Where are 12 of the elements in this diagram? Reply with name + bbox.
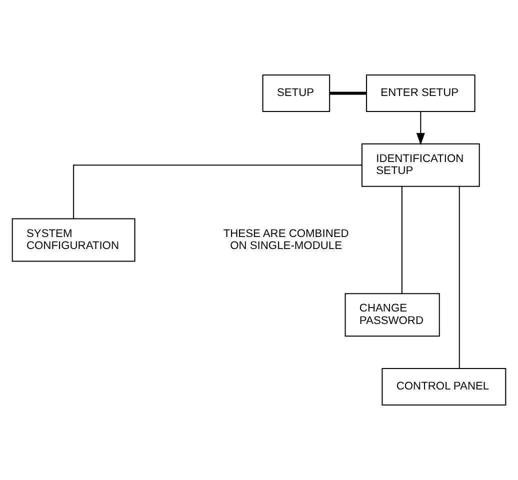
connector (401, 186, 402, 294)
node-box: IDENTIFICATION SETUP (361, 143, 480, 187)
node-box: SETUP (262, 74, 330, 112)
connector (458, 186, 460, 368)
node-box: CHANGE PASSWORD (344, 293, 440, 337)
node-box: ENTER SETUP (366, 74, 476, 112)
arrow (416, 112, 425, 146)
connector (330, 92, 366, 95)
node-box: CONTROL PANEL (382, 368, 506, 406)
connector (73, 164, 362, 219)
label: THESE ARE COMBINED ON SINGLE-MODULE (223, 228, 349, 252)
node-box: SYSTEM CONFIGURATION (12, 218, 136, 262)
